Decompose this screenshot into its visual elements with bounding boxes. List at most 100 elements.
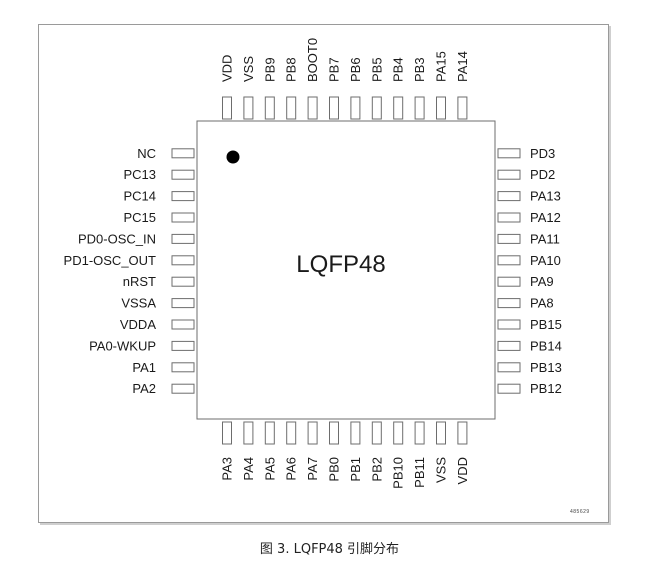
pin-lead-top (286, 96, 297, 120)
pin-name: PB4 (391, 57, 406, 82)
chip-body (196, 120, 496, 420)
pin-name: PB14 (530, 338, 562, 353)
pin-name: PB0 (327, 457, 342, 482)
pin-lead-top (264, 96, 275, 120)
figure-caption: 图 3. LQFP48 引脚分布 (259, 542, 400, 557)
pin-lead-bottom (243, 421, 254, 445)
package-name: LQFP48 (296, 251, 385, 278)
pin-name: PA1 (132, 360, 156, 375)
pin-name: PA2 (132, 381, 156, 396)
figure-code: 485629 (570, 509, 590, 515)
pin-lead-left (171, 233, 195, 244)
pin-name: PA15 (434, 51, 449, 82)
pin-name: PD1-OSC_OUT (64, 253, 157, 268)
pin-lead-bottom (264, 421, 275, 445)
pin-lead-left (171, 319, 195, 330)
pin-name: PB5 (369, 57, 384, 82)
pin-name: VDD (220, 55, 235, 82)
pin-lead-right (497, 191, 521, 202)
pin-name: PD2 (530, 167, 555, 182)
pin-name: PA11 (530, 231, 560, 246)
pin-name: PB12 (530, 381, 562, 396)
pin-name: PA0-WKUP (89, 338, 156, 353)
pin-lead-left (171, 298, 195, 309)
pin-lead-right (497, 148, 521, 159)
pin-name: PB6 (348, 57, 363, 82)
pin-name: PB15 (530, 317, 562, 332)
pin-lead-bottom (350, 421, 361, 445)
pin-lead-left (171, 362, 195, 373)
pin-name: PA9 (530, 274, 554, 289)
pin-name: PD3 (530, 146, 555, 161)
pin-name: VDD (455, 457, 470, 484)
pin-name: PA12 (530, 210, 561, 225)
pin-lead-bottom (436, 421, 446, 445)
pin-lead-bottom (307, 421, 318, 445)
pin-lead-bottom (393, 421, 404, 445)
pins-layer: 1NC2PC133PC144PC155PD0-OSC_IN6PD1-OSC_OU… (64, 38, 562, 489)
pin-name: PA4 (241, 457, 256, 481)
pin-name: PB8 (284, 57, 299, 82)
pin1-marker-dot (226, 150, 240, 164)
pin-lead-top (307, 96, 318, 120)
pin-lead-right (497, 383, 521, 394)
pin-name: PC14 (123, 189, 156, 204)
pin-lead-top (414, 96, 425, 120)
pin-lead-right (497, 340, 521, 351)
pin-lead-right (497, 255, 521, 266)
pin-lead-left (171, 383, 195, 394)
pin-lead-left (171, 255, 195, 266)
pin-lead-top (350, 96, 361, 120)
pin-name: PB10 (391, 457, 406, 489)
pin-lead-bottom (329, 421, 339, 445)
pin-name: PA6 (284, 457, 299, 481)
pin-name: PB1 (348, 457, 363, 482)
pin-name: nRST (123, 274, 156, 289)
pin-lead-bottom (371, 421, 382, 445)
pin-name: PA7 (305, 457, 320, 481)
pin-lead-top (329, 96, 339, 120)
pin-lead-right (497, 362, 521, 373)
pin-lead-top (436, 96, 446, 120)
pin-lead-right (497, 212, 521, 223)
pin-lead-top (371, 96, 382, 120)
pin-lead-right (497, 319, 521, 330)
pin-name: PB11 (412, 457, 427, 488)
pin-lead-top (222, 96, 232, 120)
pin-name: NC (137, 146, 156, 161)
pin-lead-left (171, 169, 195, 180)
pin-lead-top (243, 96, 254, 120)
pin-name: PC13 (123, 167, 156, 182)
pin-lead-left (171, 191, 195, 202)
pin-lead-bottom (222, 421, 232, 445)
pin-name: PC15 (123, 210, 156, 225)
pin-name: VSS (434, 457, 449, 483)
pin-name: PB9 (262, 57, 277, 82)
pin-name: PD0-OSC_IN (78, 231, 156, 246)
pin-lead-left (171, 340, 195, 351)
pin-lead-right (497, 276, 521, 287)
pin-lead-left (171, 276, 195, 287)
pin-name: VDDA (120, 317, 156, 332)
pin-name: PA5 (262, 457, 277, 481)
pin-lead-bottom (286, 421, 297, 445)
pin-name: PB13 (530, 360, 562, 375)
pin-name: PA14 (455, 51, 470, 82)
pin-lead-bottom (414, 421, 425, 445)
pin-lead-left (171, 212, 195, 223)
pin-name: PA3 (220, 457, 235, 481)
pin-lead-right (497, 298, 521, 309)
pin-lead-top (457, 96, 468, 120)
pin-lead-left (171, 148, 195, 159)
pin-name: VSS (241, 56, 256, 82)
pin-lead-top (393, 96, 404, 120)
pin-name: PB7 (327, 57, 342, 82)
pin-name: PA10 (530, 253, 561, 268)
pin-lead-right (497, 169, 521, 180)
pin-name: PB3 (412, 57, 427, 82)
pin-lead-right (497, 233, 521, 244)
pin-name: VSSA (121, 296, 156, 311)
pin-name: PB2 (369, 457, 384, 482)
pin-name: PA8 (530, 296, 554, 311)
